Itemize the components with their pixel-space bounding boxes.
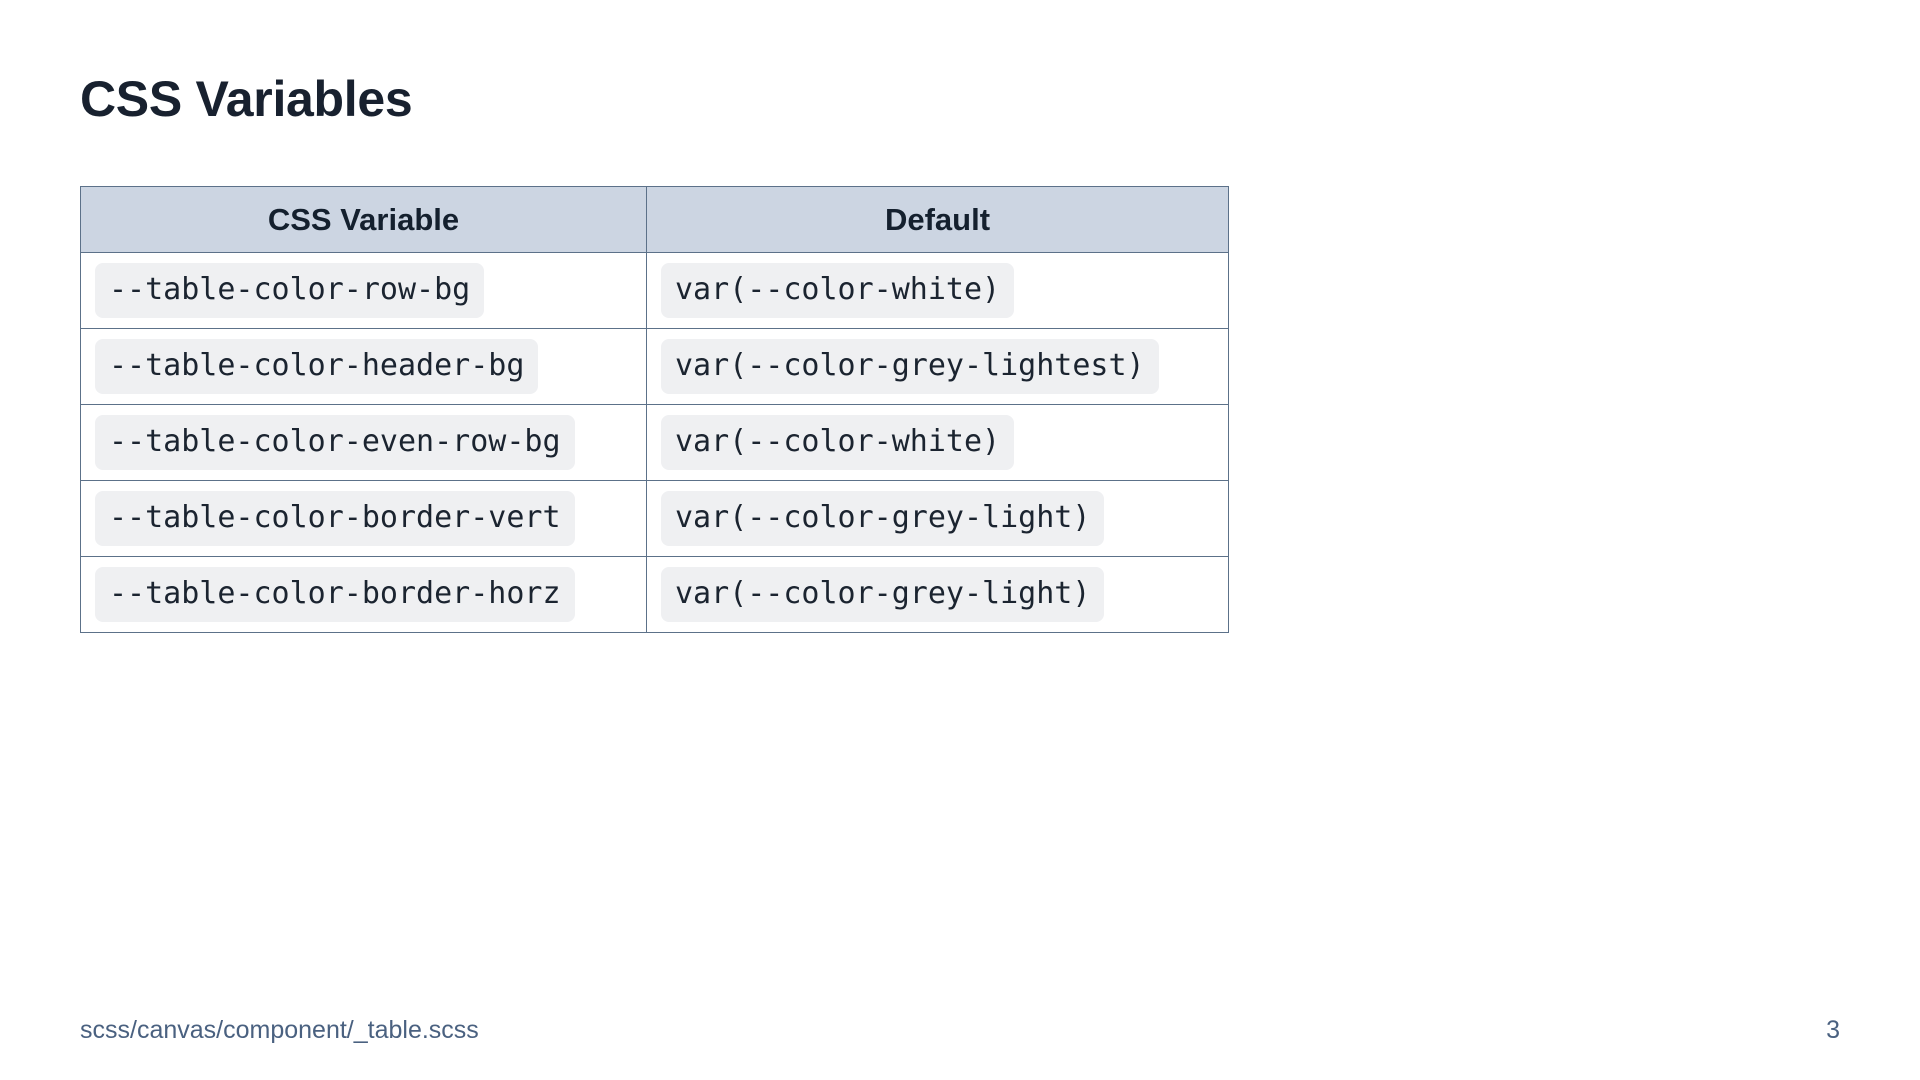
table-row: --table-color-border-horz var(--color-gr… bbox=[80, 556, 1229, 633]
cell-css-variable: --table-color-row-bg bbox=[80, 252, 647, 329]
table-row: --table-color-border-vert var(--color-gr… bbox=[80, 480, 1229, 557]
code-token-default: var(--color-grey-light) bbox=[661, 491, 1105, 546]
page-title: CSS Variables bbox=[80, 71, 413, 127]
code-token-variable: --table-color-header-bg bbox=[95, 339, 539, 394]
table-row: --table-color-row-bg var(--color-white) bbox=[80, 252, 1229, 329]
cell-css-variable: --table-color-border-vert bbox=[80, 480, 647, 557]
footer-page-number: 3 bbox=[1826, 1016, 1840, 1044]
css-variables-table-container: CSS Variable Default --table-color-row-b… bbox=[80, 186, 1229, 633]
column-header-default: Default bbox=[646, 186, 1229, 253]
code-token-variable: --table-color-even-row-bg bbox=[95, 415, 575, 470]
cell-css-variable: --table-color-even-row-bg bbox=[80, 404, 647, 481]
cell-default-value: var(--color-grey-light) bbox=[646, 480, 1229, 557]
table-row: --table-color-header-bg var(--color-grey… bbox=[80, 328, 1229, 405]
code-token-variable: --table-color-row-bg bbox=[95, 263, 485, 318]
cell-default-value: var(--color-white) bbox=[646, 404, 1229, 481]
table-header: CSS Variable Default bbox=[80, 186, 1229, 253]
table-body: --table-color-row-bg var(--color-white) … bbox=[80, 252, 1229, 633]
column-header-css-variable: CSS Variable bbox=[80, 186, 647, 253]
css-variables-table: CSS Variable Default --table-color-row-b… bbox=[80, 186, 1229, 633]
code-token-variable: --table-color-border-vert bbox=[95, 491, 575, 546]
code-token-default: var(--color-grey-lightest) bbox=[661, 339, 1159, 394]
cell-css-variable: --table-color-border-horz bbox=[80, 556, 647, 633]
cell-default-value: var(--color-grey-lightest) bbox=[646, 328, 1229, 405]
code-token-variable: --table-color-border-horz bbox=[95, 567, 575, 622]
cell-css-variable: --table-color-header-bg bbox=[80, 328, 647, 405]
code-token-default: var(--color-grey-light) bbox=[661, 567, 1105, 622]
table-row: --table-color-even-row-bg var(--color-wh… bbox=[80, 404, 1229, 481]
cell-default-value: var(--color-grey-light) bbox=[646, 556, 1229, 633]
code-token-default: var(--color-white) bbox=[661, 263, 1015, 318]
footer-source-path: scss/canvas/component/_table.scss bbox=[80, 1016, 479, 1044]
table-header-row: CSS Variable Default bbox=[80, 186, 1229, 253]
cell-default-value: var(--color-white) bbox=[646, 252, 1229, 329]
code-token-default: var(--color-white) bbox=[661, 415, 1015, 470]
